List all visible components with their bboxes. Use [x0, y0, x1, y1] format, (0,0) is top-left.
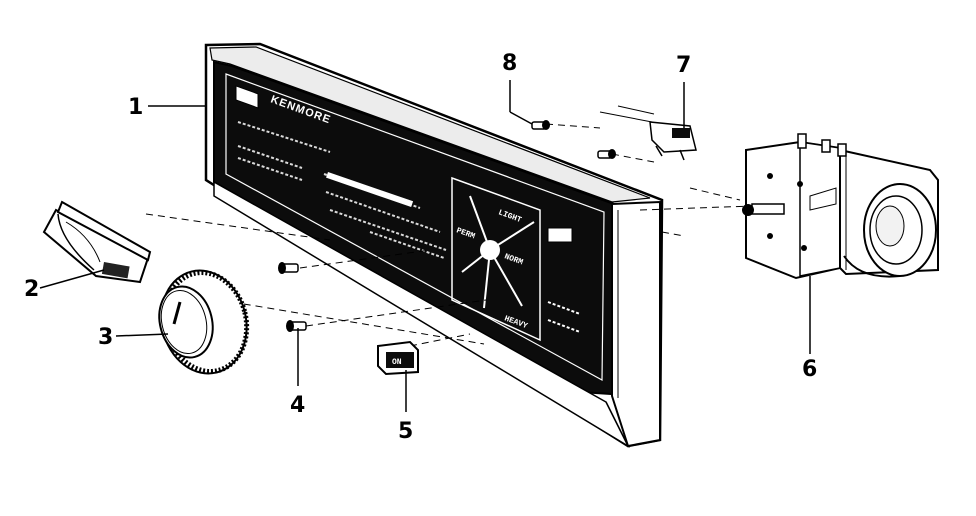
callout-6: 6	[802, 357, 817, 382]
callout-4: 4	[290, 393, 305, 418]
callout-1: 1	[128, 95, 143, 120]
explosion-lines	[145, 123, 753, 347]
timer-knob	[42, 200, 152, 284]
callout-3: 3	[98, 325, 113, 350]
screw-4a	[278, 262, 299, 274]
timer-motor	[742, 133, 939, 280]
leader-lines	[39, 80, 811, 412]
rocker-switch: ON	[377, 340, 419, 376]
callout-7: 7	[676, 53, 691, 78]
small-switch	[599, 105, 697, 161]
screw-8a	[531, 120, 550, 130]
callout-8: 8	[502, 51, 517, 76]
knob-skirt	[158, 269, 250, 375]
svg-text:ON: ON	[392, 358, 402, 367]
screw-4b	[286, 320, 307, 332]
callout-2: 2	[24, 277, 39, 302]
callout-5: 5	[398, 419, 413, 444]
control-panel: KENMORE LIGHT NORM HEAVY	[204, 42, 664, 448]
timer-dial-graphic: LIGHT NORM HEAVY PERM	[451, 176, 541, 342]
callout-labels: 1 2 3 4 5 6 7 8	[24, 51, 817, 444]
screw-8b	[597, 149, 616, 159]
